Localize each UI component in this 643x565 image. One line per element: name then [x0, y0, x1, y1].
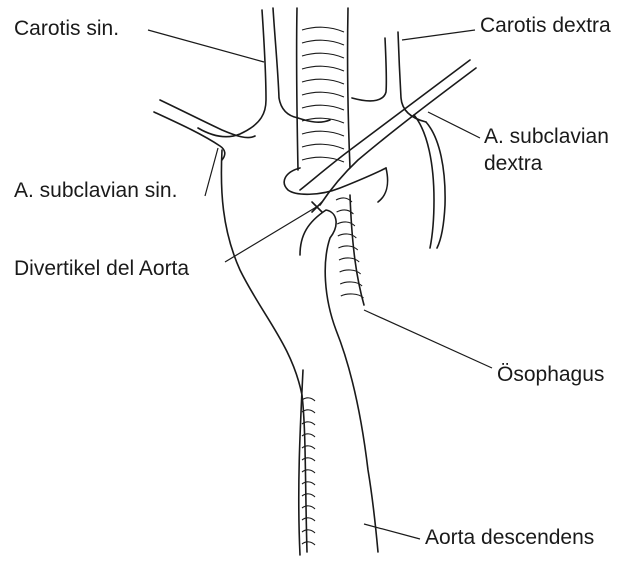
esophagus-rib [302, 40, 344, 45]
esophagus-rib [302, 27, 344, 32]
leader-lines [148, 30, 492, 539]
label-aorta-descendens: Aorta descendens [425, 525, 594, 551]
esophagus-rib [302, 131, 344, 136]
esophagus-rib [302, 92, 344, 97]
label-subclavian-dextra-1: A. subclavian [484, 124, 609, 150]
esophagus-rib [302, 470, 315, 473]
leader-carotis-dextra [402, 30, 475, 40]
esophagus-rib [302, 530, 315, 533]
esophagus-rib [302, 518, 315, 521]
label-subclavian-sin: A. subclavian sin. [14, 178, 177, 204]
esophagus-rib [302, 66, 344, 71]
esophagus-rib [302, 105, 344, 110]
esophagus-rib [302, 79, 344, 84]
esophagus-rib [302, 482, 315, 485]
label-carotis-dextra: Carotis dextra [480, 13, 611, 39]
esophagus-rib [302, 542, 315, 545]
leader-subclavian-dextra [428, 112, 480, 138]
esophagus-rib [302, 446, 315, 449]
esophagus-rib [339, 258, 359, 262]
leader-carotis-sin [148, 30, 264, 62]
aorta [154, 8, 476, 552]
label-subclavian-dextra-2: dextra [484, 151, 542, 177]
label-divertikel: Divertikel del Aorta [14, 256, 189, 282]
leader-subclavian-sin [205, 148, 218, 196]
esophagus-rib [302, 144, 344, 149]
esophagus-rib [302, 506, 315, 509]
label-oesophagus: Ösophagus [497, 362, 604, 388]
label-carotis-sin: Carotis sin. [14, 16, 119, 42]
esophagus-rib [302, 53, 344, 58]
esophagus-rib [341, 294, 364, 298]
esophagus-rib [302, 398, 315, 401]
esophagus-rib [338, 234, 357, 238]
esophagus-rib [302, 494, 315, 497]
leader-oesophagus [364, 310, 492, 368]
leader-aorta-descendens [364, 524, 420, 539]
esophagus-upper [297, 8, 364, 305]
esophagus-rib [302, 458, 315, 461]
esophagus-rib [338, 246, 357, 250]
